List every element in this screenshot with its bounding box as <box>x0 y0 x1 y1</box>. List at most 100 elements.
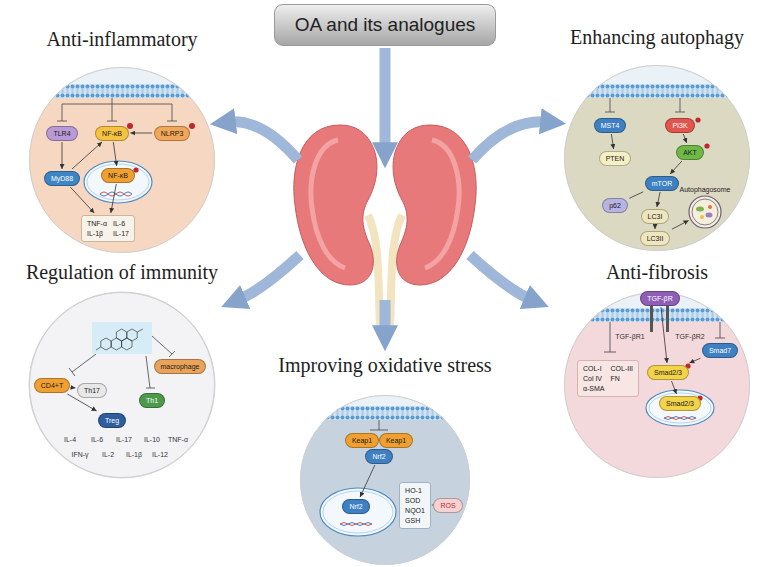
connector <box>689 358 700 363</box>
molecule-pill: PI3K <box>665 118 694 133</box>
mechanism-circle: Anti-inflammatoryTLR4NF-κBNLRP3MyD88NF-κ… <box>29 67 215 253</box>
node-label: HO-1 <box>405 486 425 495</box>
circle-heading: Anti-inflammatory <box>46 28 197 50</box>
receptor-stalk <box>650 304 653 332</box>
molecule-pill: Keap1 <box>345 433 379 448</box>
label-slot: TGF-βR1 <box>615 333 644 341</box>
node-label: SOD <box>405 496 425 505</box>
molecule-pill: AKT <box>676 145 704 160</box>
molecule-pill: Smad2/3 <box>659 396 701 411</box>
molecule-pill: Smad7 <box>702 343 738 358</box>
label-slot: TNF-α <box>168 436 188 444</box>
connector <box>130 133 152 134</box>
node-label: Smad7 <box>709 346 731 355</box>
panel-ground <box>29 292 215 478</box>
molecule-pill: Keap1 <box>379 433 413 448</box>
node-label: Th17 <box>84 386 100 395</box>
label-slot: IL-2 <box>102 451 114 459</box>
circle-heading: Improving oxidative stress <box>278 354 491 376</box>
heading-slot: Regulation of immunity <box>26 261 218 283</box>
node-label: IL-17 <box>113 229 129 238</box>
title-box: OA and its analogues <box>274 4 497 46</box>
label-slot: IL-17 <box>116 436 132 444</box>
molecule-pill: p62 <box>602 198 628 213</box>
node-label: LC3I <box>648 212 663 221</box>
node-label: ROS <box>440 501 455 510</box>
membrane <box>20 84 230 98</box>
cell-pill: Th1 <box>139 393 165 408</box>
node-label: Smad2/3 <box>666 399 694 408</box>
circle-heading: Regulation of immunity <box>26 261 218 283</box>
cytokine-label: IL-10 <box>144 436 160 444</box>
node-label: Treg <box>105 416 119 425</box>
node-label: Th1 <box>146 396 158 405</box>
molecule-pill: NF-κB <box>101 168 135 183</box>
node-label: AKT <box>683 148 697 157</box>
cell-pill: macrophage <box>154 359 207 374</box>
molecule-pill: Nrf2 <box>342 499 369 514</box>
node-label: Keap1 <box>352 436 372 445</box>
node-label: COL-III <box>610 364 633 373</box>
connector <box>657 192 660 207</box>
connector <box>661 307 667 363</box>
node-label: TNF-α <box>87 219 107 228</box>
circle-heading: Enhancing autophagy <box>570 26 744 48</box>
kidney <box>294 125 476 330</box>
block-arrow <box>228 48 548 333</box>
node-label: Nrf2 <box>349 502 362 511</box>
node-label: CD4+T <box>41 381 63 390</box>
connector <box>62 142 63 169</box>
node-label: mTOR <box>652 179 672 188</box>
molecule-pill: MyD88 <box>44 171 80 186</box>
node-label: LC3II <box>647 234 664 243</box>
molecule-structure <box>92 322 152 354</box>
membrane <box>290 406 480 420</box>
node-label: NF-κB <box>102 129 122 138</box>
cytokine-label: IFN-γ <box>71 451 88 459</box>
molecule-pill: TLR4 <box>46 126 77 141</box>
circle-heading: Anti-fibrosis <box>606 261 708 283</box>
node-label: NLRP3 <box>161 129 184 138</box>
cytokine-label: IL-1β <box>126 451 142 459</box>
node-heading: Autophagosome <box>680 186 731 194</box>
node-label: IL-6 <box>113 219 129 228</box>
mechanism-circle: Regulation of immunityCD4+TTh17TregTh1ma… <box>29 292 215 478</box>
node-label: Nrf2 <box>372 452 385 461</box>
label-slot: IL-10 <box>144 436 160 444</box>
node-label: MyD88 <box>51 174 73 183</box>
label-slot: IL-4 <box>64 436 76 444</box>
cytokine-label: TGF-βR1 <box>615 333 644 341</box>
connector <box>683 134 686 143</box>
factor-box: COL-ICOL-IIICol IVFNα-SMA <box>577 360 639 397</box>
node-label: macrophage <box>161 362 200 371</box>
connector <box>113 142 116 166</box>
node-label: TLR4 <box>53 129 70 138</box>
connector <box>670 161 682 174</box>
heading-slot: Anti-fibrosis <box>606 261 708 283</box>
receptor: TGF-βR <box>640 291 679 306</box>
connector <box>629 192 643 199</box>
autophagosome: Autophagosome <box>688 195 722 229</box>
molecule-pill: LC3I <box>641 209 670 224</box>
circle-outline <box>300 395 470 565</box>
molecule-pill: LC3II <box>640 231 671 246</box>
node-label: PI3K <box>672 121 687 130</box>
node-label: PTEN <box>606 154 625 163</box>
node-label: TGF-βR <box>647 294 672 303</box>
mechanism-circle: Anti-fibrosisTGF-βRSmad7COL-ICOL-IIICol … <box>564 292 750 478</box>
molecule-pill: mTOR <box>645 176 679 191</box>
label-slot: IL-1β <box>126 451 142 459</box>
connector <box>72 387 76 388</box>
connector <box>111 184 117 213</box>
label-slot: IL-6 <box>91 436 103 444</box>
node-label: Col IV <box>583 374 605 383</box>
label-slot: IL-12 <box>152 451 168 459</box>
cell-pill: Th17 <box>77 383 107 398</box>
mechanism-circle: Enhancing autophagyMST4PI3KPTENAKTmTORp6… <box>564 65 750 251</box>
title-text: OA and its analogues <box>295 14 476 36</box>
nucleus <box>84 161 714 536</box>
molecule-pill: NF-κB <box>95 126 129 141</box>
node-label: α-SMA <box>583 384 605 393</box>
label-slot: IFN-γ <box>71 451 88 459</box>
